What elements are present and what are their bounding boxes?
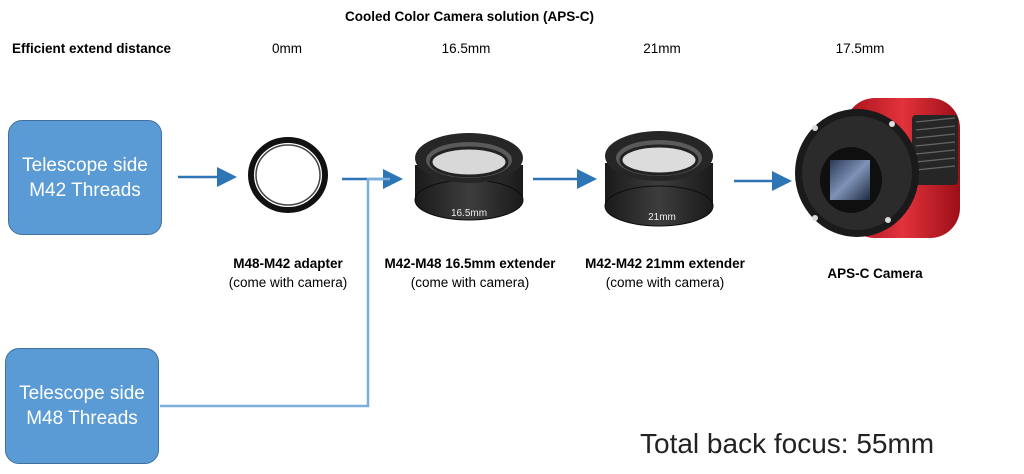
telescope-m42-line1: Telescope side — [22, 154, 148, 176]
camera-name: APS-C Camera — [827, 266, 923, 281]
camera-caption: APS-C Camera — [800, 264, 950, 283]
telescope-m42-line2: M42 Threads — [29, 179, 141, 201]
extender-16-caption: M42-M48 16.5mm extender (come with camer… — [370, 254, 570, 292]
extender-16-ring-text: 16.5mm — [451, 208, 487, 219]
extender-21-caption: M42-M42 21mm extender (come with camera) — [570, 254, 760, 292]
distance-extender-16: 16.5mm — [441, 41, 491, 56]
extender-16-note: (come with camera) — [410, 275, 530, 290]
adapter-caption: M48-M42 adapter (come with camera) — [198, 254, 378, 292]
telescope-m48-box: Telescope side M48 Threads — [5, 348, 159, 464]
extend-distance-label: Efficient extend distance — [12, 41, 172, 56]
distance-adapter: 0mm — [272, 41, 302, 56]
extender-16-name: M42-M48 16.5mm extender — [384, 256, 556, 271]
telescope-m42-box: Telescope side M42 Threads — [8, 120, 162, 235]
distance-camera: 17.5mm — [835, 41, 885, 56]
telescope-m48-line2: M48 Threads — [26, 408, 138, 429]
diagram-title: Cooled Color Camera solution (APS-C) — [344, 9, 594, 24]
adapter-note: (come with camera) — [228, 275, 348, 290]
extender-21-ring-text: 21mm — [648, 212, 676, 223]
adapter-name: M48-M42 adapter — [233, 256, 343, 271]
distance-extender-21: 21mm — [643, 41, 681, 56]
extender-21-note: (come with camera) — [605, 275, 725, 290]
telescope-m48-line1: Telescope side — [19, 383, 145, 404]
extender-21-name: M42-M42 21mm extender — [585, 256, 745, 271]
path-m48-to-extender — [160, 177, 390, 408]
total-back-focus: Total back focus: 55mm — [640, 428, 935, 459]
